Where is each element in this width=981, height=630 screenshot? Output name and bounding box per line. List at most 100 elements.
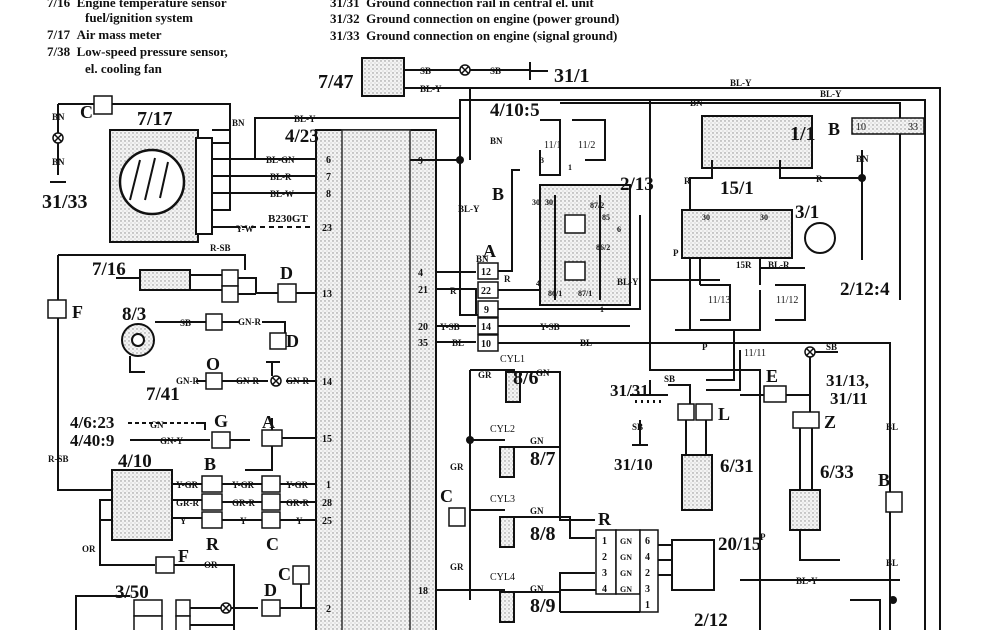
wire-r-3: R [684,176,691,186]
wire-blr: BL-R [270,172,292,182]
relay-pin: 30 [545,198,553,207]
wire-sb-3: SB [180,318,191,328]
wire-gr-2: GR [450,462,464,472]
letter-f-2: F [178,546,189,566]
junctions [456,156,897,604]
component-7-47 [361,57,405,97]
label-31-31: 31/31 [610,381,649,400]
wire-blgn: BL-GN [266,155,295,165]
legend-item: 31/31 Ground connection rail in central … [330,0,594,10]
r-conn-pin: 2 [645,568,650,579]
wire-bn-3: BN [52,112,65,122]
r-conn-pin: 4 [645,552,650,563]
r-conn-wire: GN [620,537,632,546]
relay-2-13 [539,184,631,306]
label-4-6-23: 4/6:23 [70,413,114,432]
wire-sb-6: SB [632,422,643,432]
letter-c-cyl: C [440,486,453,506]
relay-pin: 4 [536,279,540,288]
wire-bl-2: BL [580,338,592,348]
component-1-1 [701,115,813,169]
label-4-10: 4/10 [118,451,152,472]
label-8-8: 8/8 [530,523,556,545]
letter-o: O [206,354,220,374]
ecu-pin: 9 [418,156,423,167]
wire-gr-1: GR [478,370,492,380]
ecu-pin: 21 [418,285,428,296]
wire-r-1: R [504,274,511,284]
c151-pin: 30 [760,213,768,222]
legend-item: el. cooling fan [85,61,162,76]
label-4-40-9: 4/40:9 [70,431,114,450]
wire-bly-4: BL-Y [294,114,316,124]
legend-item: 7/16 Engine temperature sensor [47,0,227,10]
letter-b-4-10: B [204,454,216,474]
injector-cyl4 [499,591,515,623]
label-6-33: 6/33 [820,462,854,483]
wire-gny: GN-Y [160,436,183,446]
label-7-41: 7/41 [146,384,180,405]
wire-sb-4: SB [826,342,837,352]
box-a-pin: 12 [481,267,491,278]
relay-pin: 1 [600,305,604,314]
legend-item: 31/32 Ground connection on engine (power… [330,11,620,26]
wire-bn-6: BN [856,154,869,164]
wire-ygr-3: Y-GR [286,480,309,490]
letter-f-left: F [72,302,83,322]
wire-gnr-1: GN-R [238,317,261,327]
label-4-10-5: 4/10:5 [490,100,540,121]
wire-blw: BL-W [270,189,294,199]
wire-bn-5: BN [490,136,503,146]
wire-rsb-1: R-SB [210,243,231,253]
wire-gnr-2: GN-R [176,376,199,386]
label-8-7: 8/7 [530,448,556,470]
label-box-33: 33 [908,122,918,133]
letter-b-top-right: B [828,119,840,139]
wire-bly-5: BL-Y [796,576,818,586]
wire-r-4: R [816,174,823,184]
letter-l: L [718,404,730,424]
letter-r-1: R [206,534,220,554]
wire-bly-1: BL-Y [420,84,442,94]
wire-bly-6: BL-Y [458,204,480,214]
component-6-31 [681,454,713,511]
relay-pin: 85 [602,213,610,222]
label-11-2: 11/2 [578,140,595,151]
label-cyl1: CYL1 [500,354,525,365]
ecu-pin: 18 [418,586,428,597]
label-2-12: 2/12 [694,610,728,630]
ecu-pin: 35 [418,338,428,349]
r-conn-wire: GN [620,585,632,594]
wire-blr-2: BL-R [768,260,790,270]
ecu-pin: 25 [322,516,332,527]
label-7-16: 7/16 [92,259,126,280]
label-31-11: 31/11 [830,389,868,408]
wire-sb-1: SB [420,66,431,76]
legend-item: fuel/ignition system [85,10,193,25]
label-7-17: 7/17 [137,108,173,130]
ecu-pin: 15 [322,434,332,445]
label-8-3: 8/3 [122,304,146,325]
label-4-23: 4/23 [285,126,319,147]
injector-cyl2 [499,446,515,478]
label-3-50: 3/50 [115,582,149,603]
wire-gnr-4: GN-R [286,376,309,386]
letter-d-1: D [280,263,293,283]
wire-15r: 15R [736,260,752,270]
label-11-13: 11/13 [708,295,730,306]
wire-y-1: Y [180,516,187,526]
wire-gn-2: GN [530,436,544,446]
r-conn-pin: 1 [602,536,607,547]
wire-gn-1: GN [536,368,550,378]
wire-bn-1: BN [690,98,703,108]
wire-r-2: R [450,286,457,296]
wire-ygr-1: Y-GR [176,480,199,490]
wire-bn-4: BN [52,157,65,167]
label-3-1: 3/1 [795,202,819,223]
wire-grr-2: GR-R [232,498,255,508]
letter-b-mid: B [492,184,504,204]
letter-g: G [214,411,228,431]
wire-bly-7: BL-Y [617,277,639,287]
wire-bl-1: BL [452,338,464,348]
